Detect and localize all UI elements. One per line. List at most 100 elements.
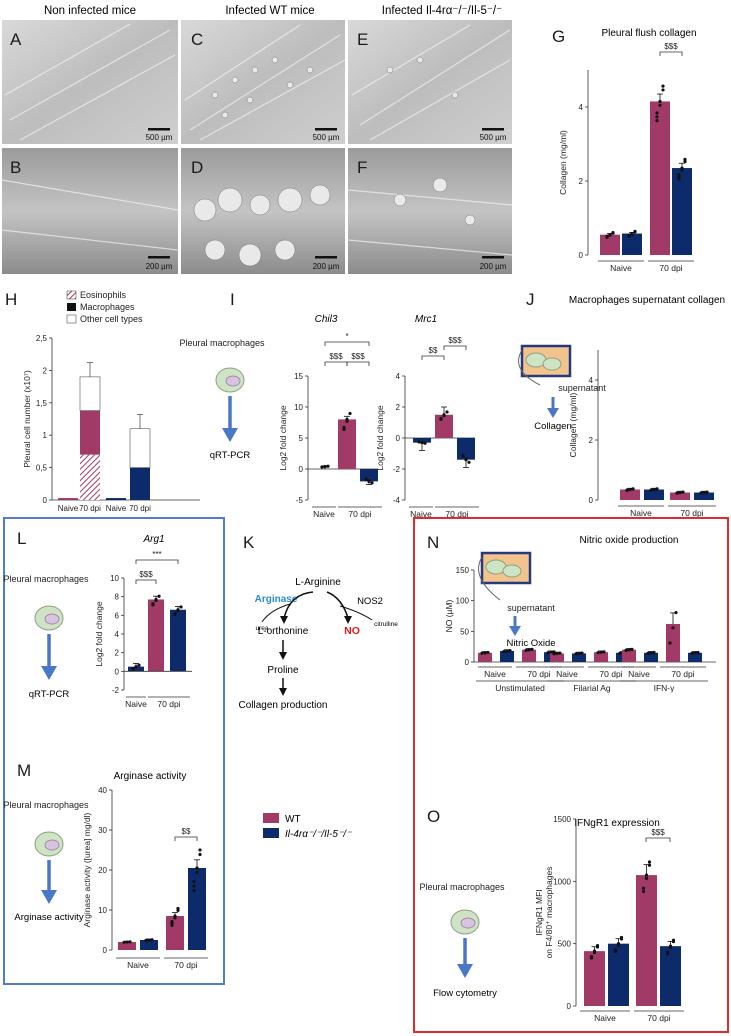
chil3-sig: *: [345, 332, 348, 341]
k-nos2: NOS2: [357, 596, 383, 607]
m-bracket: [174, 836, 198, 841]
g-point: [677, 172, 681, 177]
g-point: [608, 233, 612, 237]
j-point: [705, 490, 709, 494]
g-point: [655, 119, 659, 123]
l-inner-sig: $$$: [139, 570, 153, 579]
scale-bar-a: [148, 128, 170, 131]
g-y-label: Collagen (mg/ml): [558, 130, 568, 195]
o-point: [589, 955, 594, 959]
g-tick-label: 4: [579, 103, 584, 112]
g-title: Pleural flush collagen: [601, 28, 696, 39]
l-tick-label: 0: [115, 667, 120, 676]
h-y-label: Pleural cell number (x10⁷): [22, 370, 32, 468]
o-point: [592, 949, 597, 953]
l-side-label: Pleural macrophages: [3, 574, 89, 584]
n-point: [646, 651, 650, 655]
n-point: [624, 648, 628, 652]
n-point: [577, 651, 581, 656]
j-point: [702, 490, 706, 495]
o-tick-label: 500: [558, 940, 572, 949]
n-title: Nitric oxide production: [580, 535, 679, 546]
m-bar: [118, 942, 136, 950]
chil3-tick-label: 10: [294, 403, 303, 412]
h-bar-macrophages: [130, 467, 150, 500]
l-bar: [148, 599, 164, 672]
j-point: [625, 488, 629, 492]
n-bar: [644, 652, 658, 662]
micrograph-e: [348, 20, 512, 144]
header-noninfected: Non infected mice: [44, 5, 136, 17]
m-point: [173, 914, 177, 918]
j-point: [652, 487, 656, 492]
n-point: [508, 649, 512, 653]
chil3-bracket: [324, 341, 370, 346]
j-tick-label: 2: [589, 436, 594, 445]
n-condition-label: IFN-γ: [654, 683, 676, 693]
m-point: [125, 940, 129, 944]
g-point: [661, 84, 665, 88]
m-title: Arginase activity: [114, 771, 187, 782]
n-point: [596, 651, 600, 655]
scale-label-e: 500 µm: [480, 133, 507, 142]
chil3-tick-label: 0: [299, 465, 304, 474]
g-tick-label: 2: [579, 177, 584, 186]
n-bar: [622, 649, 636, 662]
j-well-icon: [518, 344, 572, 386]
n-bar: [478, 652, 492, 662]
m-tick-label: 10: [98, 906, 107, 915]
n-bar: [688, 652, 702, 662]
chil3-sig-2: $$$: [351, 352, 365, 361]
m-method: Arginase activity: [14, 912, 83, 923]
letter-m: M: [17, 761, 31, 780]
n-point: [546, 651, 550, 655]
letter-f: F: [357, 158, 367, 177]
g-point: [680, 166, 684, 170]
n-point: [527, 648, 531, 652]
n-y-label: NO (µM): [444, 599, 454, 632]
letter-d: D: [191, 158, 203, 177]
mrc1-bracket: [443, 345, 467, 350]
j-point: [681, 490, 685, 494]
chil3-tick-label: -5: [296, 496, 304, 505]
o-macrophage-icon: [450, 909, 480, 935]
j-point: [678, 490, 682, 495]
n-product: Nitric Oxide: [506, 638, 555, 649]
j-arrow: [547, 397, 559, 418]
chil3-point: [367, 479, 371, 483]
m-point: [192, 888, 196, 893]
chil3-bracket: [324, 361, 348, 366]
mrc1-point: [442, 413, 446, 417]
mrc1-group-label: 70 dpi: [445, 509, 468, 519]
n-bar: [594, 652, 608, 662]
o-point: [647, 863, 652, 867]
letter-n: N: [427, 533, 439, 552]
n-bar: [500, 650, 514, 662]
m-tick-label: 0: [103, 946, 108, 955]
o-point: [595, 944, 600, 948]
legend-other: Other cell types: [80, 314, 143, 324]
micrograph-b: [2, 148, 178, 274]
l-point: [137, 663, 141, 667]
mrc1-tick-label: 0: [396, 434, 401, 443]
l-group-label: 70 dpi: [157, 699, 180, 709]
j-bar: [620, 489, 640, 500]
h-tick-label: 1: [43, 431, 48, 440]
letter-a: A: [10, 30, 22, 49]
n-point: [649, 651, 653, 655]
chil3-point: [342, 425, 346, 429]
chil3-point: [348, 411, 352, 416]
g-tick-label: 0: [579, 251, 584, 260]
m-point: [176, 906, 180, 911]
m-group-label: Naive: [127, 960, 149, 970]
chil3-tick-label: 5: [299, 434, 304, 443]
o-point: [641, 889, 646, 894]
n-point: [574, 652, 578, 656]
mrc1-tick-label: 4: [396, 372, 401, 381]
o-point: [613, 948, 618, 952]
j-group-label: Naive: [630, 508, 652, 518]
scale-label-f: 200 µm: [480, 262, 507, 271]
h-tick-label: 1,5: [36, 399, 48, 408]
